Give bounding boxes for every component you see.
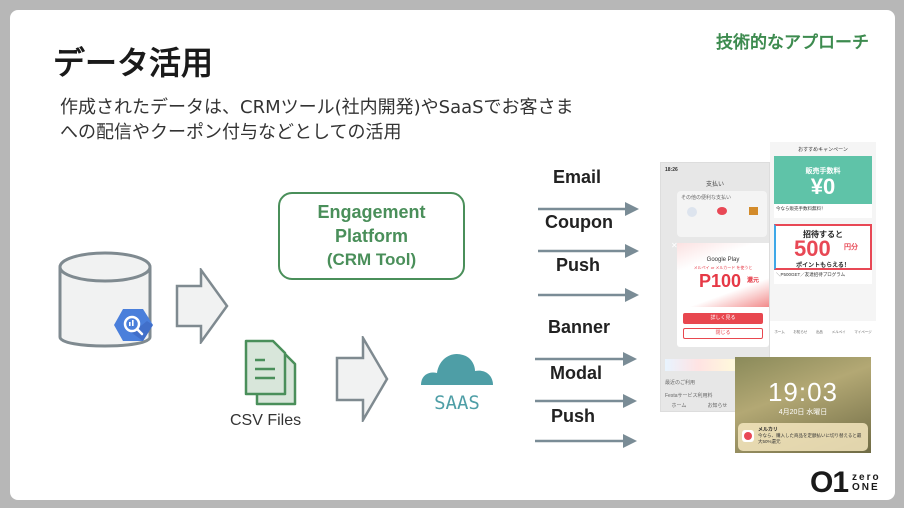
channel-label-modal: Modal (550, 363, 602, 383)
bigquery-icon (114, 309, 153, 341)
campaign-header: おすすめキャンペーン (798, 147, 848, 153)
zero-one-logo: O1 zero ONE (810, 468, 881, 498)
lock-time: 19:03 (767, 377, 839, 407)
invite-banner: 招待すると 500 円分 ポイントもらえる！ (774, 224, 872, 270)
channel-arrows (535, 202, 639, 448)
saas-cloud-icon: SAAS (421, 353, 493, 414)
mercari-app-icon (742, 430, 754, 442)
recent-usage-label: 最近のご利用 (665, 380, 696, 386)
block-arrow-right-icon (175, 268, 229, 344)
modal-text: メルペイ or メルカード を使うと (693, 265, 753, 270)
csv-files-icon (244, 339, 297, 406)
push-notification[interactable]: メルカリ 今なら、購入した商品を定額払いに切り替えると最大50%還元 (738, 423, 868, 451)
campaign-bottom-nav: ホーム お知らせ 出品 メルペイ マイページ (770, 321, 876, 337)
subtitle-line-2: への配信やクーポン付与などとしての活用 (60, 122, 402, 143)
lock-date: 4月20日 水曜日 (778, 409, 828, 416)
modal-close-button[interactable]: 閉じる (683, 328, 763, 339)
modal-close-icon[interactable]: ✕ (671, 241, 678, 250)
crm-box-line-2: Platform (334, 226, 408, 246)
slide-title: データ活用 (53, 44, 214, 82)
block-arrow-right-icon (335, 336, 389, 422)
modal-amount: P100 (699, 271, 742, 291)
payment-screen-screenshot: 18:26 支払い その他の便利な支払い Google Play メルペイ or… (660, 162, 770, 412)
subtitle-line-1: 作成されたデータは、CRMツール(社内開発)やSaaSでお客さま (60, 97, 574, 118)
csv-files-label: CSV Files (230, 412, 302, 429)
crm-box-line-3: (CRM Tool) (326, 250, 417, 269)
logo-word-bottom: ONE (852, 482, 880, 493)
channel-label-push: Push (556, 255, 601, 275)
engagement-platform-box: Engagement Platform (CRM Tool) (278, 192, 465, 280)
channel-label-email: Email (553, 167, 602, 187)
saas-label: SAAS (434, 392, 480, 414)
channel-label-coupon: Coupon (545, 212, 613, 232)
modal-brand: Google Play (706, 257, 740, 263)
channel-label-push-saas: Push (551, 406, 596, 426)
fee-free-banner: 販売手数料 ¥0 (774, 156, 872, 204)
status-time: 18:26 (665, 167, 678, 173)
payment-header: 支払い (705, 182, 724, 188)
modal-primary-button[interactable]: 詳しく見る (683, 313, 763, 324)
crm-box-line-1: Engagement (317, 202, 426, 222)
arrow-push-saas (535, 434, 637, 448)
arrow-banner (535, 352, 637, 366)
arrow-coupon (538, 244, 639, 258)
channel-label-banner: Banner (548, 317, 611, 337)
logo-word-top: zero (852, 472, 881, 483)
campaign-screen-screenshot: おすすめキャンペーン 販売手数料 ¥0 今なら販売手数料無料！ 招待すると 50… (770, 142, 876, 337)
slide: データ活用 技術的なアプローチ 作成されたデータは、CRMツール(社内開発)やS… (10, 10, 895, 500)
lock-screen-screenshot: 19:03 4月20日 水曜日 メルカリ 今なら、購入した商品を定額払いに切り替… (735, 357, 871, 453)
section-tag: 技術的なアプローチ (716, 33, 869, 53)
slide-subtitle: 作成されたデータは、CRMツール(社内開発)やSaaSでお客さま への配信やクー… (60, 95, 660, 145)
arrow-email (538, 202, 639, 216)
database-icon (58, 251, 152, 348)
arrow-modal (535, 394, 637, 408)
database-bigquery-icon (58, 251, 153, 348)
arrow-push (538, 288, 639, 302)
logo-mark: O1 (810, 466, 849, 499)
coupon-modal: Google Play メルペイ or メルカード を使うと P100 還元 詳… (677, 243, 769, 347)
